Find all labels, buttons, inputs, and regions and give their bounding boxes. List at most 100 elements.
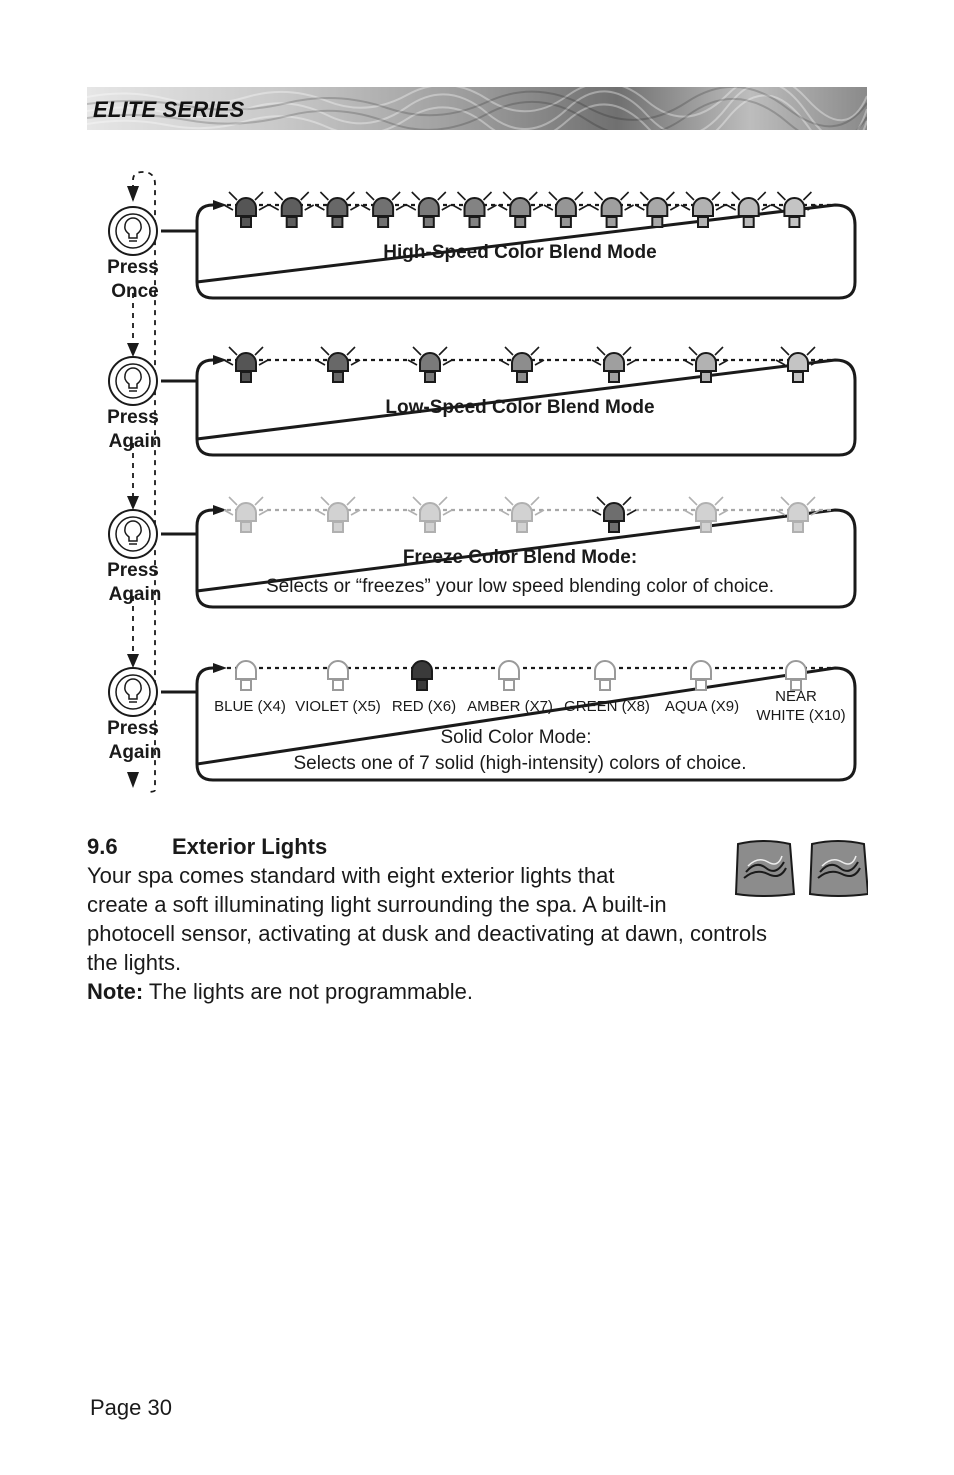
light-ray: [258, 204, 269, 211]
light-ray: [437, 191, 447, 201]
light-ray: [350, 359, 361, 366]
light-ray: [772, 204, 782, 211]
bulb-icon: [124, 678, 142, 700]
light-ray: [639, 191, 649, 201]
mode-title: Low-Speed Color Blend Mode: [385, 397, 654, 418]
body-line: Your spa comes standard with eight exter…: [87, 863, 615, 888]
bulb-base: [240, 371, 252, 383]
bulb-base: [605, 216, 618, 228]
light-ray: [407, 509, 418, 516]
light-ray: [258, 359, 269, 366]
bulb-dome: [511, 502, 533, 522]
light-ray: [346, 346, 356, 356]
bulb-base: [514, 216, 527, 228]
light-ray: [534, 509, 545, 516]
light-ray: [315, 359, 326, 366]
light-bulb-icon: [775, 346, 821, 383]
light-ray: [543, 204, 554, 211]
light-bulb-icon: [785, 660, 807, 691]
bulb-dome: [554, 197, 577, 217]
bulb-base: [516, 521, 528, 533]
light-ray: [438, 496, 448, 506]
light-bulb-icon: [683, 346, 729, 383]
bulb-icon: [124, 367, 142, 389]
bulb-dome: [603, 502, 625, 522]
light-bulb-icon: [407, 496, 453, 533]
light-bulb-icon: [498, 660, 520, 691]
spa-model-icon: [808, 840, 868, 897]
bulb-base: [695, 679, 707, 691]
light-ray: [530, 346, 540, 356]
bulb-dome: [419, 352, 441, 372]
cycle-loop-line: [132, 171, 156, 793]
light-ray: [780, 346, 790, 356]
light-ray: [223, 509, 234, 516]
series-title: ELITE SERIES: [93, 97, 245, 122]
light-bulb-icon: [594, 660, 616, 691]
light-ray: [626, 509, 637, 516]
light-bulb-icon: [775, 496, 821, 533]
bulb-base: [240, 521, 252, 533]
light-ray: [534, 359, 545, 366]
arrow-head: [213, 663, 227, 673]
section-title: Exterior Lights: [172, 834, 328, 859]
light-bulb-icon: [543, 191, 589, 228]
bulb-base: [697, 216, 709, 228]
arrow-head: [213, 505, 227, 515]
mode-title: Solid Color Mode:: [440, 727, 591, 748]
light-bulb-icon: [772, 191, 817, 228]
bulb-base: [608, 521, 620, 533]
bulb-icon: [124, 217, 142, 239]
light-bulb-icon: [327, 660, 349, 691]
light-ray: [360, 204, 371, 211]
light-ray: [254, 496, 264, 506]
bulb-base: [503, 679, 515, 691]
light-ray: [596, 346, 606, 356]
light-ray: [574, 191, 584, 201]
light-ray: [346, 496, 356, 506]
bulb-dome: [737, 197, 760, 217]
mode-description: Selects or “freezes” your low speed blen…: [266, 576, 774, 597]
press-label: Again: [109, 742, 162, 763]
light-ray: [761, 204, 772, 211]
bulb-dome: [511, 352, 533, 372]
note-label: Note:: [87, 979, 144, 1004]
light-ray: [594, 191, 604, 201]
light-bulb-icon: [315, 191, 360, 228]
bulb-base: [424, 521, 436, 533]
color-label: WHITE (X10): [756, 707, 845, 724]
light-ray: [441, 204, 452, 211]
light-bulb-icon: [452, 191, 497, 228]
light-ray: [412, 346, 422, 356]
light-ray: [499, 509, 510, 516]
arrow-head: [127, 186, 139, 202]
light-bulb-icon: [683, 496, 729, 533]
light-bulb-icon: [411, 660, 433, 691]
light-bulb-icon: [223, 496, 269, 533]
bulb-base: [424, 371, 436, 383]
bulb-base: [332, 371, 344, 383]
light-ray: [726, 204, 737, 211]
light-bulb-icon: [497, 191, 543, 228]
light-ray: [806, 496, 816, 506]
bulb-dome: [235, 660, 257, 680]
light-bulb-icon: [406, 191, 452, 228]
light-bulb-icon: [680, 191, 726, 228]
mode-box: [195, 508, 857, 609]
light-bulb-icon: [360, 191, 406, 228]
light-ray: [757, 191, 767, 201]
bulb-base: [332, 521, 344, 533]
press-label: Once: [111, 281, 159, 302]
light-ray: [680, 204, 691, 211]
header-banner: ELITE SERIES: [87, 87, 867, 130]
model-icons: [734, 840, 868, 897]
light-ray: [669, 204, 680, 211]
light-ray: [711, 191, 721, 201]
bulb-dome: [327, 660, 349, 680]
light-ray: [254, 346, 264, 356]
light-ray: [497, 204, 508, 211]
light-ray: [688, 346, 698, 356]
light-bulb-icon: [315, 346, 361, 383]
bulb-base: [331, 216, 344, 228]
